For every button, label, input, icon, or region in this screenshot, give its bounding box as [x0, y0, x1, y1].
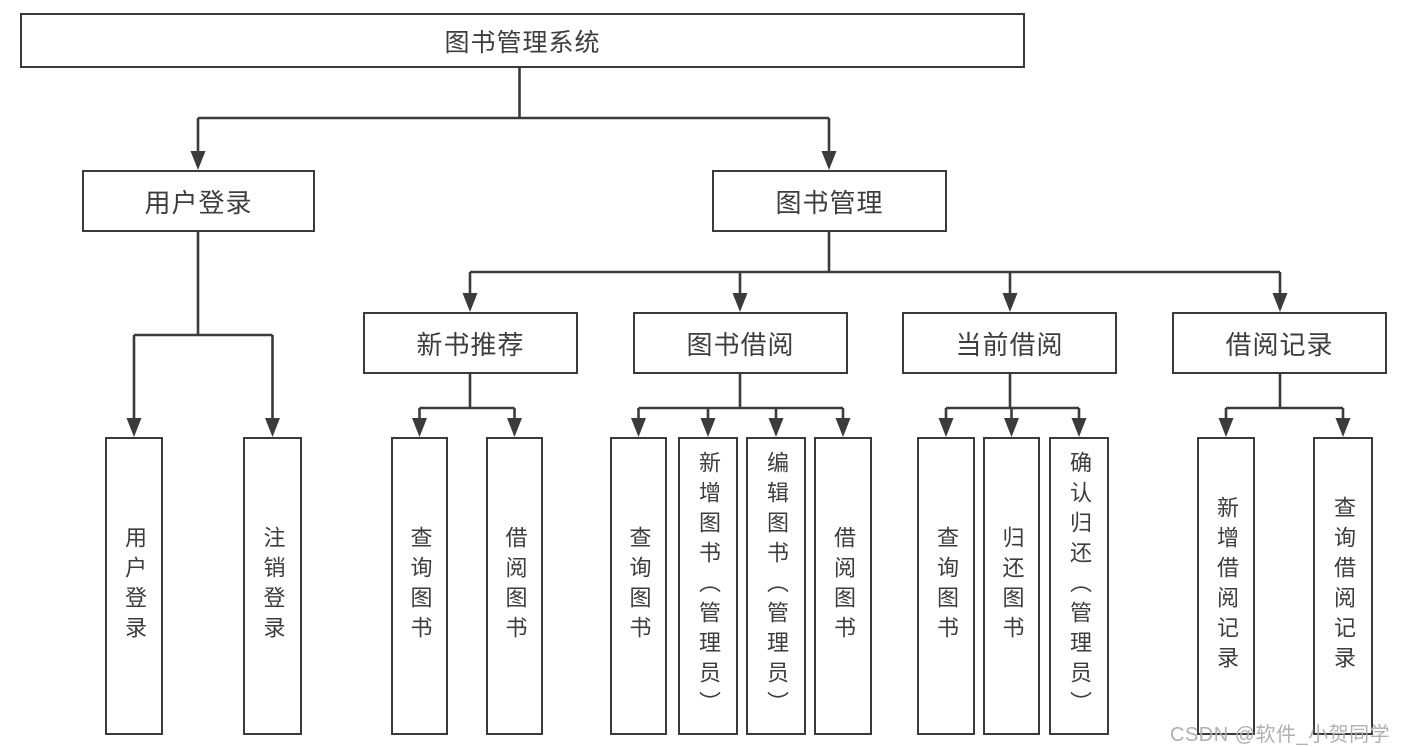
node-current-borrowing: 当前借阅: [902, 312, 1117, 374]
leaf-query-books-current: 查询图书: [917, 437, 975, 735]
edges-current-borrowing: [938, 374, 1087, 437]
leaf-query-borrow-record: 查询借阅记录: [1313, 437, 1373, 735]
edges-borrowing-records: [1218, 374, 1351, 437]
node-new-book-recommendation: 新书推荐: [363, 312, 578, 374]
leaf-borrow-books-borrowing: 借阅图书: [814, 437, 872, 735]
leaf-query-books-recommend: 查询图书: [391, 437, 448, 735]
edges-user-login: [126, 232, 280, 437]
leaf-add-borrow-record: 新增借阅记录: [1197, 437, 1255, 735]
node-user-login: 用户登录: [82, 170, 315, 232]
leaf-return-books: 归还图书: [983, 437, 1040, 735]
watermark: CSDN @软件_小贺同学: [1170, 724, 1391, 746]
node-library-management-system: 图书管理系统: [20, 13, 1025, 68]
leaf-query-books-borrowing: 查询图书: [610, 437, 667, 735]
edges-new-book-recommendation: [412, 374, 522, 437]
node-borrowing-records: 借阅记录: [1172, 312, 1387, 374]
leaf-add-books-admin: 新增图书（管理员）: [678, 437, 738, 735]
edges-root: [190, 68, 837, 170]
leaf-logout: 注销登录: [243, 437, 302, 735]
leaf-user-login: 用户登录: [105, 437, 163, 735]
node-book-management: 图书管理: [712, 170, 947, 232]
leaf-borrow-books-recommend: 借阅图书: [486, 437, 543, 735]
leaf-confirm-return-admin: 确认归还（管理员）: [1049, 437, 1109, 735]
leaf-edit-books-admin: 编辑图书（管理员）: [746, 437, 806, 735]
edges-book-management: [462, 232, 1288, 312]
node-book-borrowing: 图书借阅: [633, 312, 848, 374]
edges-book-borrowing: [631, 374, 851, 437]
